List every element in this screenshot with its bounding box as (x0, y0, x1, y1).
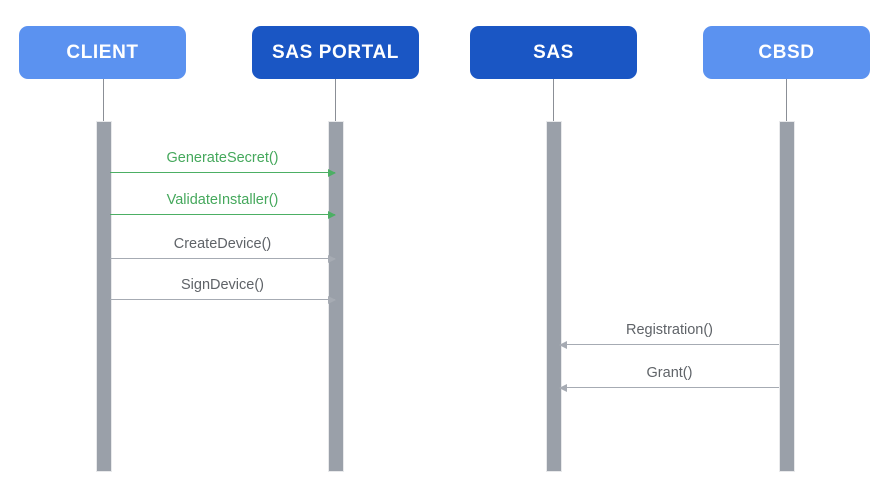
message-line-grant (560, 387, 779, 388)
participant-label-client: CLIENT (66, 41, 139, 63)
arrow-head-right-sign-device (328, 295, 336, 304)
message-line-generate-secret (110, 172, 335, 173)
lifeline-stem-cbsd (786, 79, 787, 121)
arrow-head-left-registration (559, 340, 567, 349)
message-line-validate-installer (110, 214, 335, 215)
participant-box-client[interactable]: CLIENT (19, 26, 186, 79)
message-label-registration: Registration() (625, 322, 714, 338)
participant-label-sas: SAS (533, 41, 574, 63)
activation-bar-sas (546, 121, 562, 472)
message-label-sign-device: SignDevice() (181, 277, 264, 293)
message-line-registration (560, 344, 779, 345)
lifeline-stem-sas-portal (335, 79, 336, 121)
arrow-head-left-grant (559, 383, 567, 392)
message-label-validate-installer: ValidateInstaller() (166, 192, 279, 208)
participant-box-sas-portal[interactable]: SAS PORTAL (252, 26, 419, 79)
message-label-create-device: CreateDevice() (173, 236, 272, 252)
message-line-sign-device (110, 299, 335, 300)
arrow-head-right-validate-installer (328, 210, 336, 219)
participant-label-cbsd: CBSD (758, 41, 815, 63)
activation-bar-client (96, 121, 112, 472)
lifeline-stem-client (103, 79, 104, 121)
message-line-create-device (110, 258, 335, 259)
lifeline-stem-sas (553, 79, 554, 121)
arrow-head-right-create-device (328, 254, 336, 263)
activation-bar-cbsd (779, 121, 795, 472)
participant-label-sas-portal: SAS PORTAL (271, 41, 400, 63)
participant-box-sas[interactable]: SAS (470, 26, 637, 79)
participant-box-cbsd[interactable]: CBSD (703, 26, 870, 79)
message-label-generate-secret: GenerateSecret() (166, 150, 279, 166)
arrow-head-right-generate-secret (328, 168, 336, 177)
message-label-grant: Grant() (646, 365, 693, 381)
